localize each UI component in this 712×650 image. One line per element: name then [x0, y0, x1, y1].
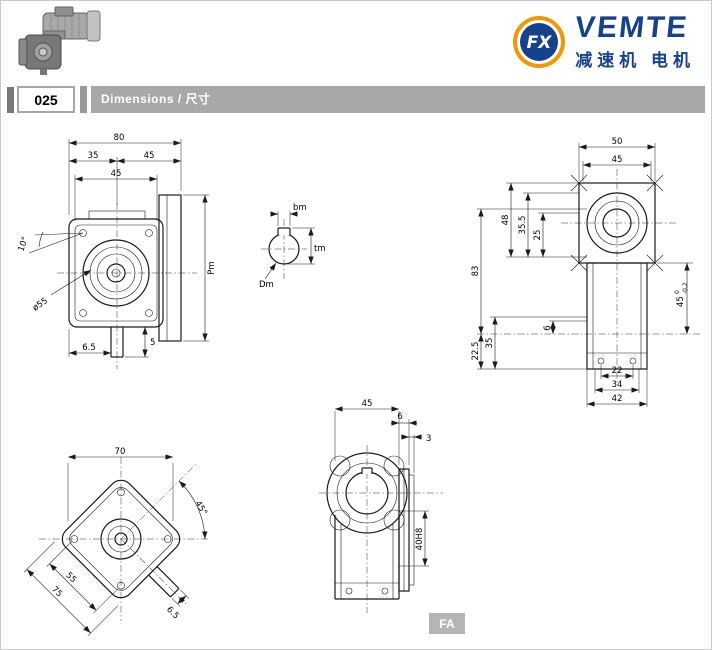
front-left-width-label: 35 — [88, 151, 99, 161]
side-view: 50 45 83 22.5 35 48 35.5 25 — [471, 137, 701, 407]
vemte-logo: FX VEMTE 减速机 电机 — [512, 11, 695, 71]
side-h35-5-label: 35.5 — [518, 216, 528, 235]
front-inner-width-label: 45 — [111, 169, 122, 179]
output-w3-label: 3 — [426, 434, 431, 444]
bottom-angle-label: 45° — [192, 499, 208, 517]
front-shaft-label: 5 — [150, 338, 155, 348]
front-right-width-label: 45 — [144, 151, 155, 161]
key-width-label: bm — [293, 203, 307, 213]
bottom-d75-label: 75 — [49, 585, 64, 600]
side-d45-tol-upper: 0 — [674, 290, 681, 294]
front-hub-dia-label: ø55 — [31, 296, 50, 313]
side-d45-label: 45 — [676, 296, 686, 307]
front-foot-label: 6.5 — [82, 343, 96, 353]
front-angle-label: 10° — [16, 235, 31, 253]
terminal-box — [54, 6, 74, 17]
side-h48-label: 48 — [501, 215, 511, 226]
series-badge: FA — [429, 613, 465, 634]
output-flange-circle — [326, 452, 408, 534]
side-top-width-label: 50 — [612, 137, 623, 147]
key-depth-label: tm — [314, 244, 326, 254]
bore-dia-label: Dm — [259, 280, 274, 290]
logo-emblem: FX — [513, 16, 566, 68]
side-h35-label: 35 — [485, 338, 495, 349]
worm-shaft-tip — [40, 69, 47, 75]
side-h83-label: 83 — [471, 266, 481, 277]
side-body-outline — [586, 262, 648, 370]
side-d45-tol-lower: -0,2 — [682, 282, 689, 294]
gearbox-flange — [18, 38, 28, 66]
bottom-d55-label: 55 — [63, 571, 78, 586]
section-title: Dimensions / 尺寸 — [91, 86, 705, 113]
side-h22-5-label: 22.5 — [471, 342, 481, 361]
side-w42-label: 42 — [612, 394, 623, 404]
side-hub-circle — [586, 192, 648, 254]
shaft-key-section: bm tm Dm — [259, 203, 326, 290]
side-flange-width-label: 45 — [612, 155, 623, 165]
emblem-text: FX — [527, 33, 553, 53]
front-flange — [158, 194, 182, 342]
title-bar-lead — [80, 86, 87, 113]
output-view: 45 6 3 40H8 — [319, 399, 443, 613]
side-w34-label: 34 — [612, 380, 623, 390]
side-h25-label: 25 — [533, 230, 543, 241]
side-w22-label: 22 — [612, 366, 623, 376]
output-bore-label: 40H8 — [415, 528, 425, 551]
output-w45-label: 45 — [362, 399, 373, 409]
bottom-width-label: 70 — [115, 447, 126, 457]
header-notch — [7, 87, 14, 113]
output-w6-label: 6 — [397, 412, 402, 422]
brand-tagline: 减速机 电机 — [575, 51, 695, 70]
front-total-width-label: 80 — [114, 133, 125, 143]
model-number: 025 — [17, 86, 75, 113]
fan-cover — [86, 10, 101, 42]
front-flange-height-label: Pm — [207, 261, 217, 274]
front-hub-circle — [82, 239, 150, 307]
gearmotor-photo — [18, 6, 101, 75]
dimension-drawings: 80 35 45 45 Pm 10° ø55 6.5 5 — [16, 133, 701, 637]
side-h6-label: 6 — [543, 325, 553, 330]
bottom-view: 6.5 55 75 70 45° — [23, 447, 209, 637]
bottom-shaft-dia-label: 6.5 — [164, 605, 181, 622]
brand-wordmark: VEMTE — [573, 11, 691, 44]
front-view: 80 35 45 45 Pm 10° ø55 6.5 5 — [16, 133, 217, 369]
